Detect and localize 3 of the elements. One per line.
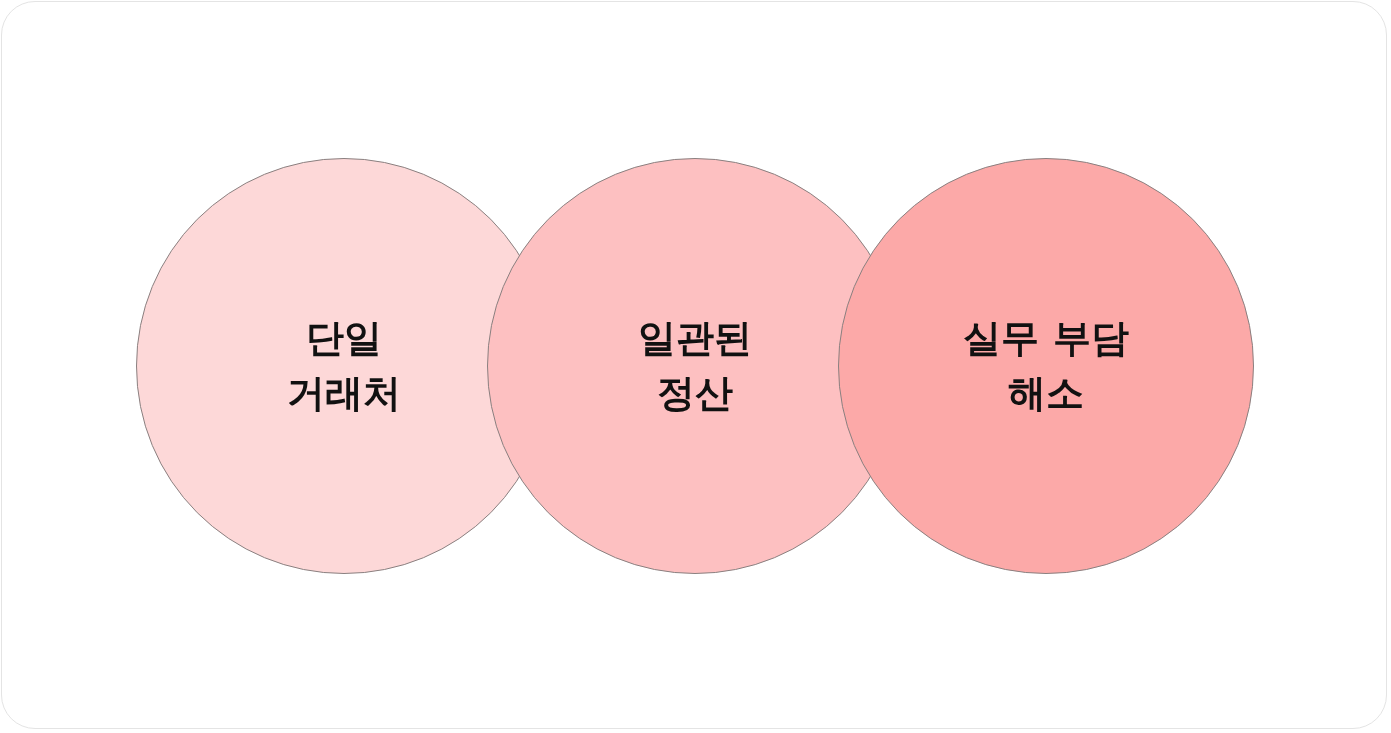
circle-label: 단일 거래처 [286,314,402,417]
circle-label: 실무 부담 해소 [962,314,1130,417]
circle-label: 일관된 정산 [637,314,753,417]
